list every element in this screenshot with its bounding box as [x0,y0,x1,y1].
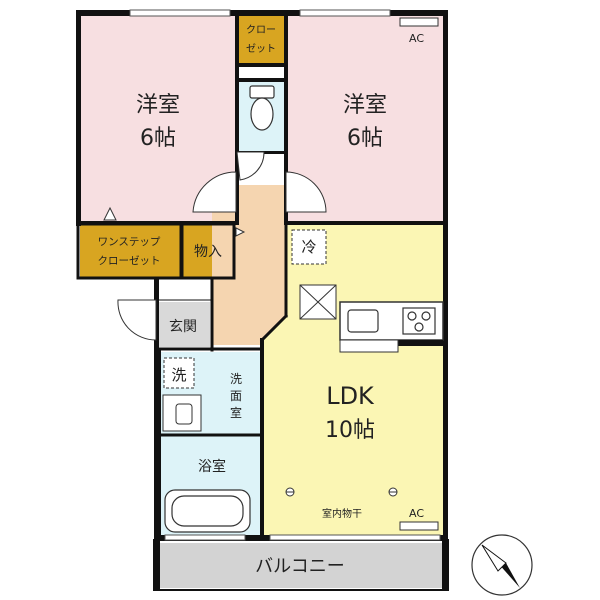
entrance-label: 玄関 [169,318,197,335]
ldk-size: 10帖 [325,418,375,443]
ldk-name: LDK [326,382,375,410]
right-wall [443,10,448,540]
walkin-closet-label-2: クローゼット [98,255,161,267]
entry-arrows [103,206,246,237]
washroom-label-2: 面 [230,389,242,403]
washroom-label-1: 洗 [230,372,242,386]
door-swing-icon [236,151,265,181]
storage-label: 物入 [194,244,222,260]
washing-machine-label: 洗 [171,366,186,384]
closet-top-label-1: クロー [246,24,276,36]
balcony-label: バルコニー [255,556,345,577]
indoor-drying-label: 室内物干 [322,507,362,520]
entrance-floor-fill [158,302,210,347]
arrow-icon [235,227,246,237]
kitchen-counter [299,284,444,353]
ldk-wall-2 [259,313,289,343]
bathroom-label: 浴室 [198,458,226,475]
window-right-room [299,9,391,17]
closet-top-fill [237,15,286,65]
aircon-label-right: AC [409,32,424,45]
balcony-left-rail [154,540,160,590]
western-room-left-name: 洋室 [136,93,180,118]
door-swing-icon [117,299,157,341]
closet-top-label-2: ゼット [246,43,276,55]
refrigerator-space: 冷 [291,229,327,265]
wet-area-left-wall [154,348,161,538]
aircon-units: AC AC [399,17,439,531]
window-ldk [269,534,441,541]
western-room-right-name: 洋室 [343,93,387,118]
partition-left [235,10,239,225]
balcony-fill [155,543,444,588]
refrigerator-label: 冷 [301,238,316,256]
doors [117,151,327,341]
vanity-sink-icon [162,394,202,432]
closet-bottom-wall [235,63,288,67]
partition-right [284,10,288,225]
washroom-label-3: 室 [230,405,242,420]
western-right-bottom-wall [286,221,446,225]
window-left-room [129,9,231,17]
toilet-icon [249,85,275,131]
walkin-closet-fill [80,225,180,277]
indoor-drying-hooks [285,487,398,497]
left-wall [76,10,81,226]
walkin-closet-label-1: ワンステップ [98,236,161,248]
sink-icon [347,309,379,333]
toilet-top-wall [235,78,288,82]
top-wall [76,10,448,16]
stove-icon [402,307,436,335]
balcony-right-rail [442,540,448,590]
ldk-wall-3 [260,338,264,538]
window-bath [164,534,246,541]
compass-north-arrow-icon [471,534,533,596]
room-labels: 洋室 6帖 洋室 6帖 クロー ゼット ワンステップ クローゼット 物入 玄関 … [98,24,388,577]
windows [129,9,441,541]
western-room-right-size: 6帖 [347,126,383,151]
aircon-label-ldk: AC [409,507,424,520]
arrow-icon [103,206,117,221]
door-swing-icon [192,171,237,213]
western-room-left-size: 6帖 [140,126,176,151]
bathtub-icon [164,489,251,533]
washing-machine-space: 洗 [163,357,195,389]
